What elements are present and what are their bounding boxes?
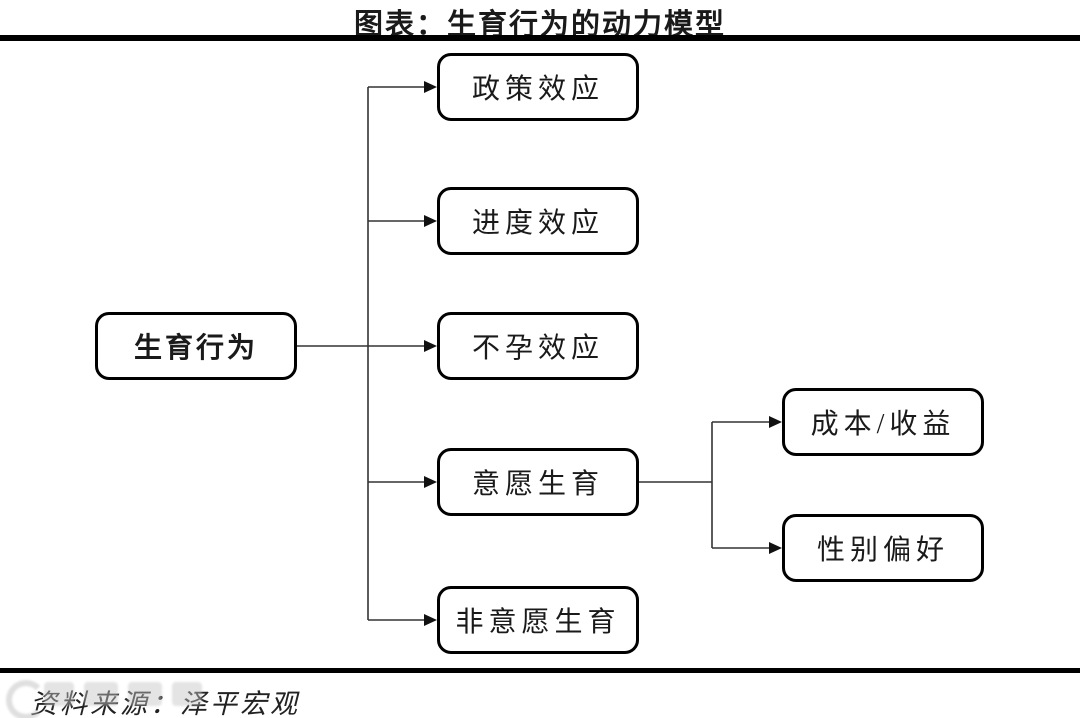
bottom-divider: [0, 668, 1080, 673]
node-label: 生育行为: [133, 333, 258, 364]
source-credit: 资料来源：泽平宏观: [30, 689, 300, 718]
node-label: 性别偏好: [816, 535, 949, 566]
node-infertility-effect: 不孕效应: [437, 312, 639, 380]
node-intended-fertility: 意愿生育: [437, 448, 639, 516]
node-label: 不孕效应: [471, 333, 604, 364]
node-policy-effect: 政策效应: [437, 53, 639, 121]
node-cost-benefit: 成本/收益: [782, 388, 984, 456]
node-label: 政策效应: [471, 74, 604, 105]
node-tempo-effect: 进度效应: [437, 187, 639, 255]
arrowheads: [424, 81, 782, 626]
node-label: 非意愿生育: [455, 607, 621, 638]
node-label: 进度效应: [471, 208, 604, 239]
node-unintended-fertility: 非意愿生育: [437, 586, 639, 654]
node-label: 成本/收益: [810, 409, 956, 440]
node-fertility-behavior: 生育行为: [95, 312, 297, 380]
node-gender-preference: 性别偏好: [782, 514, 984, 582]
node-label: 意愿生育: [471, 469, 604, 500]
top-divider: [0, 35, 1080, 41]
